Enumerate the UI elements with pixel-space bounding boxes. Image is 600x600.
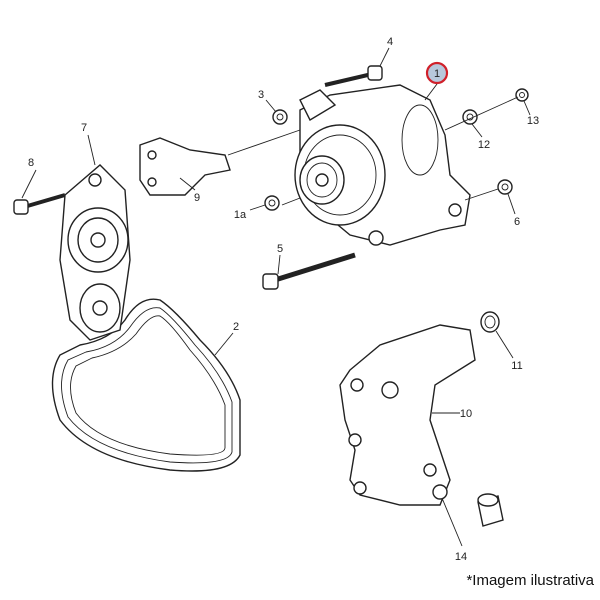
nut-1a	[264, 195, 280, 211]
seal-ring-11	[480, 311, 500, 333]
drive-belt	[51, 298, 241, 472]
spacer-12	[462, 109, 478, 125]
callout-7: 7	[81, 122, 87, 134]
callout-12: 12	[478, 139, 490, 151]
leader-lines	[21, 47, 531, 547]
callout-1: 1	[434, 68, 440, 80]
callout-6: 6	[514, 216, 520, 228]
bolt-5	[262, 252, 356, 290]
callout-4: 4	[387, 36, 393, 48]
callout-10: 10	[460, 408, 472, 420]
callout-8: 8	[28, 157, 34, 169]
illustrative-image-caption: *Imagem ilustrativa	[466, 572, 594, 589]
callout-14: 14	[455, 551, 467, 563]
nut-3	[272, 109, 288, 125]
callout-3: 3	[258, 89, 264, 101]
bolt-8	[13, 193, 66, 215]
callout-11: 11	[511, 360, 522, 372]
belt-tensioner	[59, 164, 131, 341]
mounting-bracket-10	[339, 324, 476, 506]
callout-5: 5	[277, 243, 283, 255]
callout-9: 9	[194, 192, 200, 204]
nut-13	[515, 88, 529, 102]
callout-1a: 1a	[234, 209, 247, 221]
nut-6	[497, 179, 513, 195]
callout-1-highlight[interactable]: 1	[425, 61, 449, 85]
bracket-9	[139, 137, 231, 196]
alternator	[294, 84, 471, 246]
bolt-4	[324, 65, 383, 87]
callout-2: 2	[233, 321, 239, 333]
callout-13: 13	[527, 115, 539, 127]
bushing-14	[477, 493, 504, 527]
